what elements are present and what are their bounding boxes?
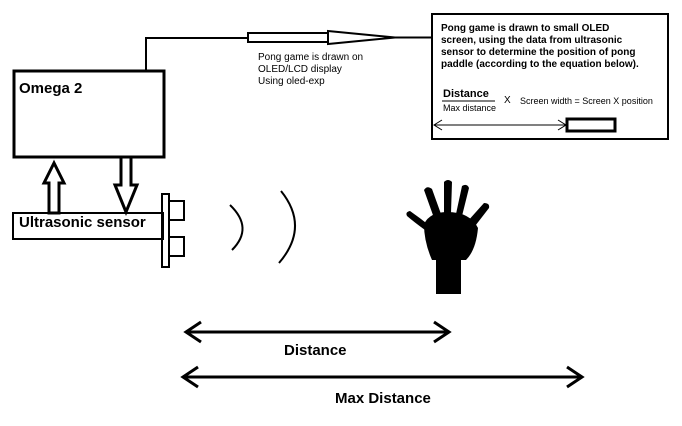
- fraction-numerator: Distance: [443, 88, 489, 100]
- link-arrow: [247, 29, 432, 46]
- omega-label: Omega 2: [19, 80, 83, 97]
- max-distance-arrow: [180, 365, 585, 389]
- screen-width-arrow: [433, 119, 567, 131]
- sensor-label: Ultrasonic sensor: [19, 214, 146, 231]
- pong-paddle: [565, 117, 617, 133]
- link-note-line: Using oled-exp: [258, 76, 325, 87]
- sensor-transducers: [161, 193, 185, 268]
- oled-description: Pong game is drawn to small OLED screen,…: [441, 23, 639, 70]
- link-line: [145, 37, 248, 71]
- equation-text: Screen width = Screen X position: [520, 96, 653, 106]
- hand-icon: [406, 180, 490, 294]
- distance-arrow: [183, 320, 452, 344]
- fraction-denominator: Max distance: [443, 103, 497, 113]
- omega-box: [12, 69, 166, 159]
- distance-label: Distance: [284, 342, 347, 359]
- times-symbol: X: [504, 95, 511, 106]
- link-note-line: Pong game is drawn on: [258, 52, 364, 63]
- sound-wave-icon: [229, 190, 296, 264]
- link-note-line: OLED/LCD display: [258, 64, 342, 75]
- max-distance-label: Max Distance: [335, 390, 431, 407]
- arrow-up-icon: [41, 159, 67, 215]
- arrow-down-icon: [112, 155, 140, 216]
- oled-box: [431, 13, 669, 140]
- link-note: Pong game is drawn on OLED/LCD display U…: [258, 52, 388, 88]
